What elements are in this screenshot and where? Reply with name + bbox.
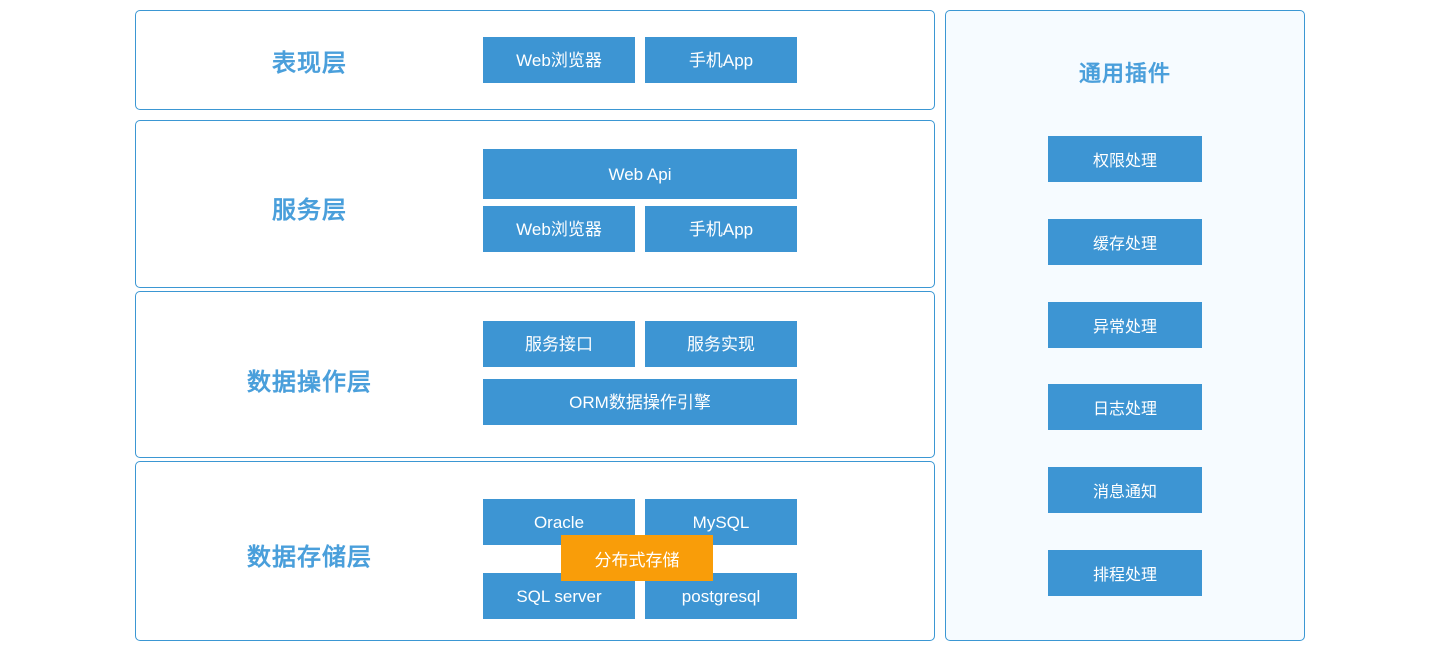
layer-panel-presentation: 表现层 Web浏览器 手机App [135,10,935,110]
plugin-box-scheduling[interactable]: 排程处理 [1048,550,1202,596]
component-box-web-browser[interactable]: Web浏览器 [483,37,635,83]
layer-box-group-data-operation: 服务接口 服务实现 ORM数据操作引擎 [483,292,936,457]
layer-box-group-presentation: Web浏览器 手机App [483,11,936,109]
plugins-panel-title: 通用插件 [1078,61,1171,86]
layer-panel-service: 服务层 Web Api Web浏览器 手机App [135,120,935,288]
component-box-mobile-app[interactable]: 手机App [645,37,797,83]
plugins-panel: 通用插件 权限处理 缓存处理 异常处理 日志处理 消息通知 排程处理 [945,10,1305,641]
layer-label-presentation: 表现层 [272,50,347,77]
layer-panel-data-operation: 数据操作层 服务接口 服务实现 ORM数据操作引擎 [135,291,935,458]
component-box-orm-engine[interactable]: ORM数据操作引擎 [483,379,797,425]
plugin-box-message-notification[interactable]: 消息通知 [1048,467,1202,513]
layer-box-group-service: Web Api Web浏览器 手机App [483,121,936,287]
component-box-service-implementation[interactable]: 服务实现 [645,321,797,367]
architecture-layer-stack: 表现层 Web浏览器 手机App 服务层 Web Api Web浏览器 手机Ap… [135,10,935,641]
component-box-service-interface[interactable]: 服务接口 [483,321,635,367]
plugin-box-cache[interactable]: 缓存处理 [1048,219,1202,265]
component-box-mobile-app[interactable]: 手机App [645,206,797,252]
component-box-web-api[interactable]: Web Api [483,149,797,199]
component-box-postgresql[interactable]: postgresql [645,573,797,619]
plugin-box-exception[interactable]: 异常处理 [1048,302,1202,348]
component-box-distributed-storage[interactable]: 分布式存储 [561,535,713,581]
layer-box-group-data-storage: Oracle MySQL SQL server postgresql 分布式存储 [483,462,936,640]
component-box-sql-server[interactable]: SQL server [483,573,635,619]
layer-label-data-storage: 数据存储层 [247,544,372,571]
layer-panel-data-storage: 数据存储层 Oracle MySQL SQL server postgresql… [135,461,935,641]
plugin-box-permission[interactable]: 权限处理 [1048,136,1202,182]
component-box-oracle[interactable]: Oracle [483,499,635,545]
layer-label-service: 服务层 [272,197,347,224]
component-box-web-browser[interactable]: Web浏览器 [483,206,635,252]
plugin-box-logging[interactable]: 日志处理 [1048,384,1202,430]
layer-label-data-operation: 数据操作层 [247,369,372,396]
